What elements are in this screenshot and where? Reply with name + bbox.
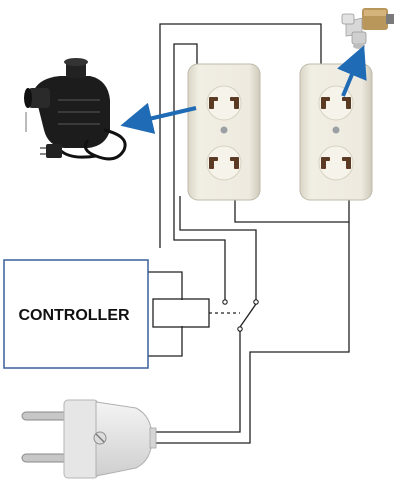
wire-switch-to-plug [155,355,241,433]
relay-switch-arm [239,303,257,328]
outlet-right [299,63,373,201]
relay [152,298,259,355]
wire-top-loop-outer [159,23,322,248]
power-socket-icon [318,85,354,181]
relay-contact-top-right [253,299,259,305]
controller-box [3,259,149,369]
wire-controller-bottom [148,326,183,357]
arrow-to-solenoid-valve [337,45,367,97]
controller: CONTROLLER [3,259,149,369]
arrows [120,45,367,134]
solenoid-valve-icon [341,8,394,49]
air-pump-icon [24,58,127,161]
power-plug-icon [21,399,157,479]
controller-label: CONTROLLER [18,307,130,324]
wire-outlets-bottom [234,198,350,223]
power-socket-icon [206,85,242,181]
arrow-to-air-pump [120,102,197,134]
outlet-left [187,63,261,201]
relay-coil [152,298,210,328]
wire-right-return [155,222,350,444]
wire-top-loop-inner [173,43,226,300]
wire-left-outlet-down [179,196,257,300]
relay-contact-bottom [237,326,243,332]
wire-controller-top [148,271,183,300]
wires [148,23,350,444]
relay-contact-top-left [222,299,228,305]
